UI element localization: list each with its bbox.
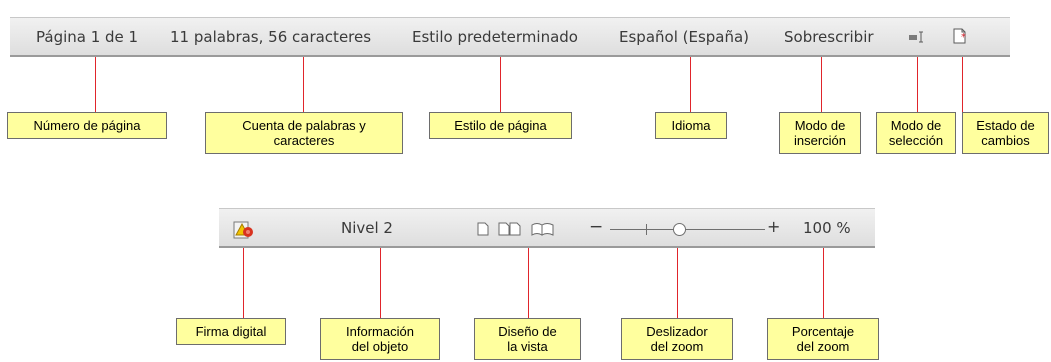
digital-signature-icon[interactable] (233, 220, 255, 240)
word-count-field[interactable]: 11 palabras, 56 caracteres (170, 28, 372, 46)
callout-zoom-percent: Porcentaje del zoom (767, 318, 879, 360)
multi-page-view-icon[interactable] (498, 222, 522, 236)
leader-line (380, 248, 381, 318)
leader-line (528, 248, 529, 318)
selection-mode-icon[interactable] (908, 30, 926, 44)
callout-language: Idioma (655, 112, 727, 139)
zoom-percent-field[interactable]: 100 % (803, 219, 851, 237)
leader-line (243, 248, 244, 318)
callout-change-status: Estado de cambios (962, 112, 1049, 154)
leader-line (823, 248, 824, 318)
leader-line (690, 57, 691, 114)
svg-text:*: * (961, 32, 966, 43)
callout-zoom-slider: Deslizador del zoom (621, 318, 733, 360)
leader-line (95, 57, 96, 114)
callout-selection-mode: Modo de selección (876, 112, 956, 154)
status-bar-bottom: Nivel 2 − + 100 % (219, 208, 875, 248)
page-number-field[interactable]: Página 1 de 1 (36, 28, 139, 46)
callout-page-style: Estilo de página (429, 112, 572, 139)
leader-line (962, 57, 963, 114)
zoom-slider-track[interactable] (610, 229, 765, 230)
leader-line (303, 57, 304, 114)
zoom-in-button[interactable]: + (767, 217, 781, 236)
insert-mode-field[interactable]: Sobrescribir (784, 28, 874, 46)
leader-line (821, 57, 822, 114)
object-info-field[interactable]: Nivel 2 (341, 219, 393, 237)
callout-view-layout: Diseño de la vista (474, 318, 581, 360)
callout-page-number: Número de página (7, 112, 167, 139)
document-modified-icon[interactable]: * (952, 27, 970, 45)
zoom-slider-thumb[interactable] (673, 223, 686, 236)
leader-line (500, 57, 501, 114)
single-page-view-icon[interactable] (477, 222, 490, 236)
callout-insert-mode: Modo de inserción (779, 112, 861, 154)
language-field[interactable]: Español (España) (619, 28, 750, 46)
status-bar-top: Página 1 de 1 11 palabras, 56 caracteres… (10, 17, 1010, 57)
zoom-center-tick (646, 224, 647, 235)
zoom-out-button[interactable]: − (589, 217, 604, 237)
page-style-field[interactable]: Estilo predeterminado (412, 28, 578, 46)
leader-line (917, 57, 918, 114)
leader-line (677, 248, 678, 318)
callout-digital-signature: Firma digital (176, 318, 286, 345)
callout-word-count: Cuenta de palabras y caracteres (205, 112, 403, 154)
book-view-icon[interactable] (531, 222, 555, 236)
callout-object-info: Información del objeto (320, 318, 440, 360)
